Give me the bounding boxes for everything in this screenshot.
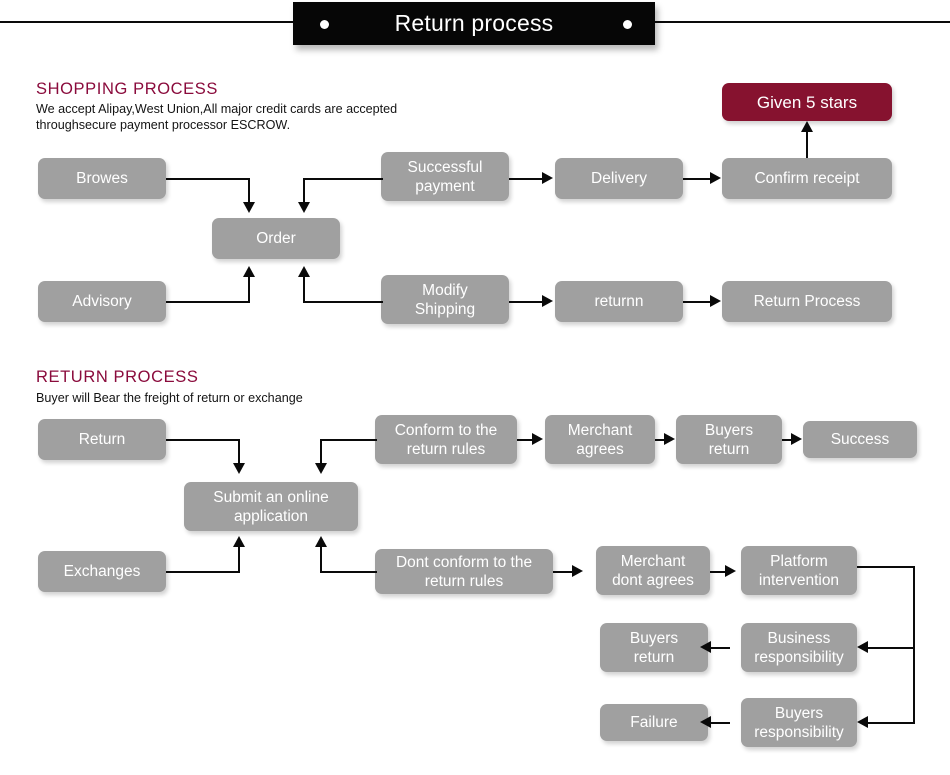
- connector-buyers-resp-to-failure: [708, 722, 730, 724]
- connector-confirm-to-stars: [806, 126, 808, 158]
- arrow-left-to-buyers-return-mid-icon: [700, 641, 711, 653]
- node-merchant-agrees[interactable]: Merchant agrees: [545, 415, 655, 464]
- arrow-up-to-submit-left-icon: [233, 536, 245, 547]
- connector-buyers-return-to-success: [782, 439, 792, 441]
- arrow-up-to-given-5-stars-icon: [801, 121, 813, 132]
- node-merchant-dont-agrees[interactable]: Merchant dont agrees: [596, 546, 710, 595]
- connector-advisory-right: [166, 301, 250, 303]
- node-return[interactable]: Return: [38, 419, 166, 460]
- connector-modify-to-returnn: [509, 301, 543, 303]
- node-platform-intervention[interactable]: Platform intervention: [741, 546, 857, 595]
- node-given-5-stars[interactable]: Given 5 stars: [722, 83, 892, 121]
- return-process-heading: RETURN PROCESS: [36, 368, 199, 386]
- connector-conform-left: [320, 439, 377, 441]
- connector-payment-down: [303, 178, 305, 204]
- connector-payment-to-delivery: [509, 178, 543, 180]
- arrow-right-to-buyers-return-icon: [664, 433, 675, 445]
- page-title: Return process: [394, 10, 554, 36]
- node-return-process[interactable]: Return Process: [722, 281, 892, 322]
- arrow-right-to-returnn-icon: [542, 295, 553, 307]
- connector-merchant-to-buyers-return: [655, 439, 665, 441]
- arrow-right-to-return-process-icon: [710, 295, 721, 307]
- shopping-process-description: We accept Alipay,West Union,All major cr…: [36, 102, 398, 132]
- node-dont-conform-to-return-rules[interactable]: Dont conform to the return rules: [375, 549, 553, 594]
- node-buyers-responsibility[interactable]: Buyers responsibility: [741, 698, 857, 747]
- connector-bus-to-business-responsibility: [866, 647, 915, 649]
- node-submit-online-application[interactable]: Submit an online application: [184, 482, 358, 531]
- node-successful-payment[interactable]: Successful payment: [381, 152, 509, 201]
- arrow-right-to-merchant-agrees-icon: [532, 433, 543, 445]
- arrow-down-to-submit-right-icon: [315, 463, 327, 474]
- connector-browes-down: [248, 178, 250, 204]
- connector-conform-down: [320, 439, 322, 465]
- arrow-right-to-success-icon: [791, 433, 802, 445]
- connector-conform-to-merchant: [517, 439, 533, 441]
- node-buyers-return-top[interactable]: Buyers return: [676, 415, 782, 464]
- arrow-right-to-merchant-dont-agrees-icon: [572, 565, 583, 577]
- banner-dot-left-icon: [320, 20, 329, 29]
- node-conform-to-return-rules[interactable]: Conform to the return rules: [375, 415, 517, 464]
- connector-business-to-buyers-return: [708, 647, 730, 649]
- connector-browes-right: [166, 178, 250, 180]
- shopping-process-heading: SHOPPING PROCESS: [36, 80, 218, 98]
- banner-dot-right-icon: [623, 20, 632, 29]
- arrow-left-to-business-responsibility-icon: [857, 641, 868, 653]
- connector-advisory-up: [248, 276, 250, 303]
- node-modify-shipping[interactable]: Modify Shipping: [381, 275, 509, 324]
- node-returnn[interactable]: returnn: [555, 281, 683, 322]
- connector-return-right: [166, 439, 240, 441]
- arrow-down-to-order-left-icon: [243, 202, 255, 213]
- connector-delivery-to-confirm: [683, 178, 711, 180]
- connector-platform-right: [857, 566, 915, 568]
- arrow-down-to-submit-left-icon: [233, 463, 245, 474]
- arrow-right-to-delivery-icon: [542, 172, 553, 184]
- node-delivery[interactable]: Delivery: [555, 158, 683, 199]
- connector-dont-conform-left: [320, 571, 377, 573]
- connector-modify-up: [303, 276, 305, 303]
- connector-platform-vertical-bus: [913, 566, 915, 723]
- arrow-up-to-order-left-icon: [243, 266, 255, 277]
- node-success[interactable]: Success: [803, 421, 917, 458]
- header-banner: Return process: [293, 2, 655, 45]
- connector-payment-left: [303, 178, 383, 180]
- node-order[interactable]: Order: [212, 218, 340, 259]
- connector-exchanges-up: [238, 546, 240, 573]
- arrow-right-to-confirm-receipt-icon: [710, 172, 721, 184]
- arrow-left-to-buyers-responsibility-icon: [857, 716, 868, 728]
- arrow-right-to-platform-intervention-icon: [725, 565, 736, 577]
- connector-exchanges-right: [166, 571, 240, 573]
- connector-dont-conform-to-merchant: [553, 571, 573, 573]
- node-business-responsibility[interactable]: Business responsibility: [741, 623, 857, 672]
- node-exchanges[interactable]: Exchanges: [38, 551, 166, 592]
- arrow-up-to-submit-right-icon: [315, 536, 327, 547]
- node-browes[interactable]: Browes: [38, 158, 166, 199]
- connector-dont-conform-up: [320, 546, 322, 573]
- arrow-up-to-order-right-icon: [298, 266, 310, 277]
- connector-modify-left: [303, 301, 383, 303]
- connector-bus-to-buyers-responsibility: [866, 722, 915, 724]
- node-confirm-receipt[interactable]: Confirm receipt: [722, 158, 892, 199]
- return-process-description: Buyer will Bear the freight of return or…: [36, 391, 303, 405]
- connector-merchant-dont-to-platform: [710, 571, 726, 573]
- node-buyers-return-mid[interactable]: Buyers return: [600, 623, 708, 672]
- arrow-left-to-failure-icon: [700, 716, 711, 728]
- connector-return-down: [238, 439, 240, 465]
- connector-returnn-to-return-process: [683, 301, 711, 303]
- arrow-down-to-order-right-icon: [298, 202, 310, 213]
- node-failure[interactable]: Failure: [600, 704, 708, 741]
- node-advisory[interactable]: Advisory: [38, 281, 166, 322]
